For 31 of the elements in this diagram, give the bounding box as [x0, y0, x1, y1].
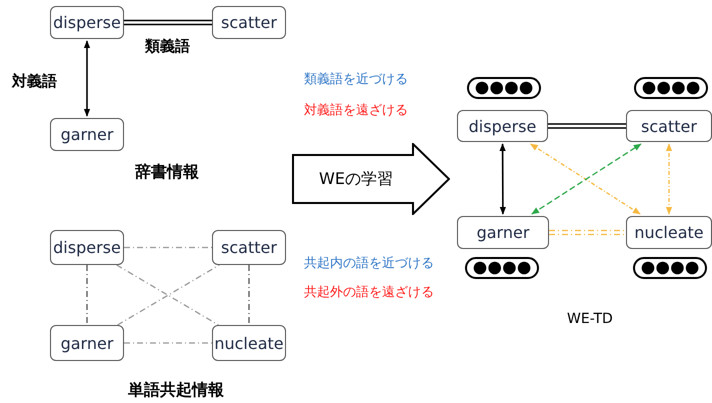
caption-text: 対義語を遠ざける — [304, 102, 408, 119]
arrow — [499, 143, 506, 215]
line — [124, 342, 212, 344]
line — [124, 246, 212, 248]
arrow — [84, 40, 90, 117]
double-line — [547, 123, 627, 129]
double-line — [123, 20, 213, 26]
edge-label: 類義語 — [145, 37, 190, 56]
word-box: disperse — [50, 230, 124, 265]
word-box: scatter — [212, 6, 286, 39]
word-box: disperse — [457, 110, 548, 142]
caption-text: 単語共起情報 — [128, 380, 224, 401]
caption-text: 共起外の語を遠ざける — [304, 284, 434, 301]
block-arrow: WEの学習 — [292, 143, 450, 215]
word-box: nucleate — [626, 216, 712, 249]
word-box: disperse — [50, 6, 124, 39]
line — [86, 265, 88, 325]
word-box: nucleate — [212, 325, 286, 361]
caption-text: 類義語を近づける — [304, 71, 408, 88]
caption-text: 辞書情報 — [135, 162, 199, 183]
word-box: scatter — [212, 230, 286, 265]
word-box: garner — [457, 216, 549, 249]
word-box: garner — [50, 118, 124, 151]
word-box: scatter — [626, 110, 712, 142]
caption-text: WE-TD — [567, 311, 613, 327]
arrow — [666, 143, 672, 215]
line — [248, 265, 250, 325]
caption-text: 共起内の語を近づける — [304, 255, 434, 272]
word-box: garner — [50, 325, 124, 361]
double-line — [548, 230, 627, 236]
edge-label: 対義語 — [12, 72, 57, 91]
